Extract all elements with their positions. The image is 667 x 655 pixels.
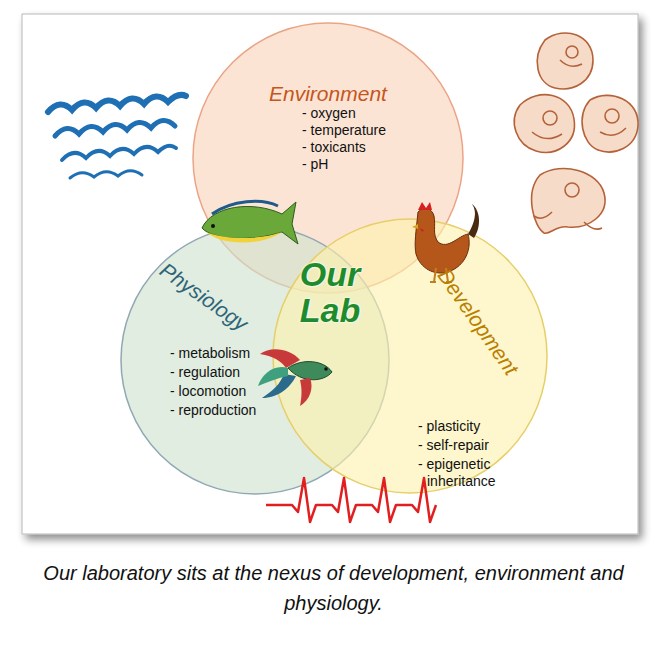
list-item: - self-repair (418, 437, 489, 454)
mahi-fish (202, 201, 298, 244)
list-item: - regulation (170, 364, 240, 381)
list-item: - plasticity (418, 418, 480, 435)
center-label: Our Lab (280, 256, 380, 328)
list-item: - pH (302, 156, 328, 173)
list-item: - toxicants (302, 139, 366, 156)
list-item: - locomotion (170, 383, 246, 400)
list-item: - temperature (302, 122, 386, 139)
list-item: - epigenetic inheritance (418, 456, 525, 490)
list-item: - reproduction (170, 402, 256, 419)
frame (22, 14, 638, 534)
ecg-trace (266, 478, 436, 522)
waves-icon (48, 95, 186, 178)
embryo-sketches (514, 33, 638, 233)
list-item: - oxygen (302, 105, 356, 122)
caption: Our laboratory sits at the nexus of deve… (40, 558, 627, 618)
rooster (412, 202, 479, 282)
betta-fish (258, 349, 332, 406)
list-item: - metabolism (170, 345, 250, 362)
circle-title: Environment (269, 82, 387, 106)
